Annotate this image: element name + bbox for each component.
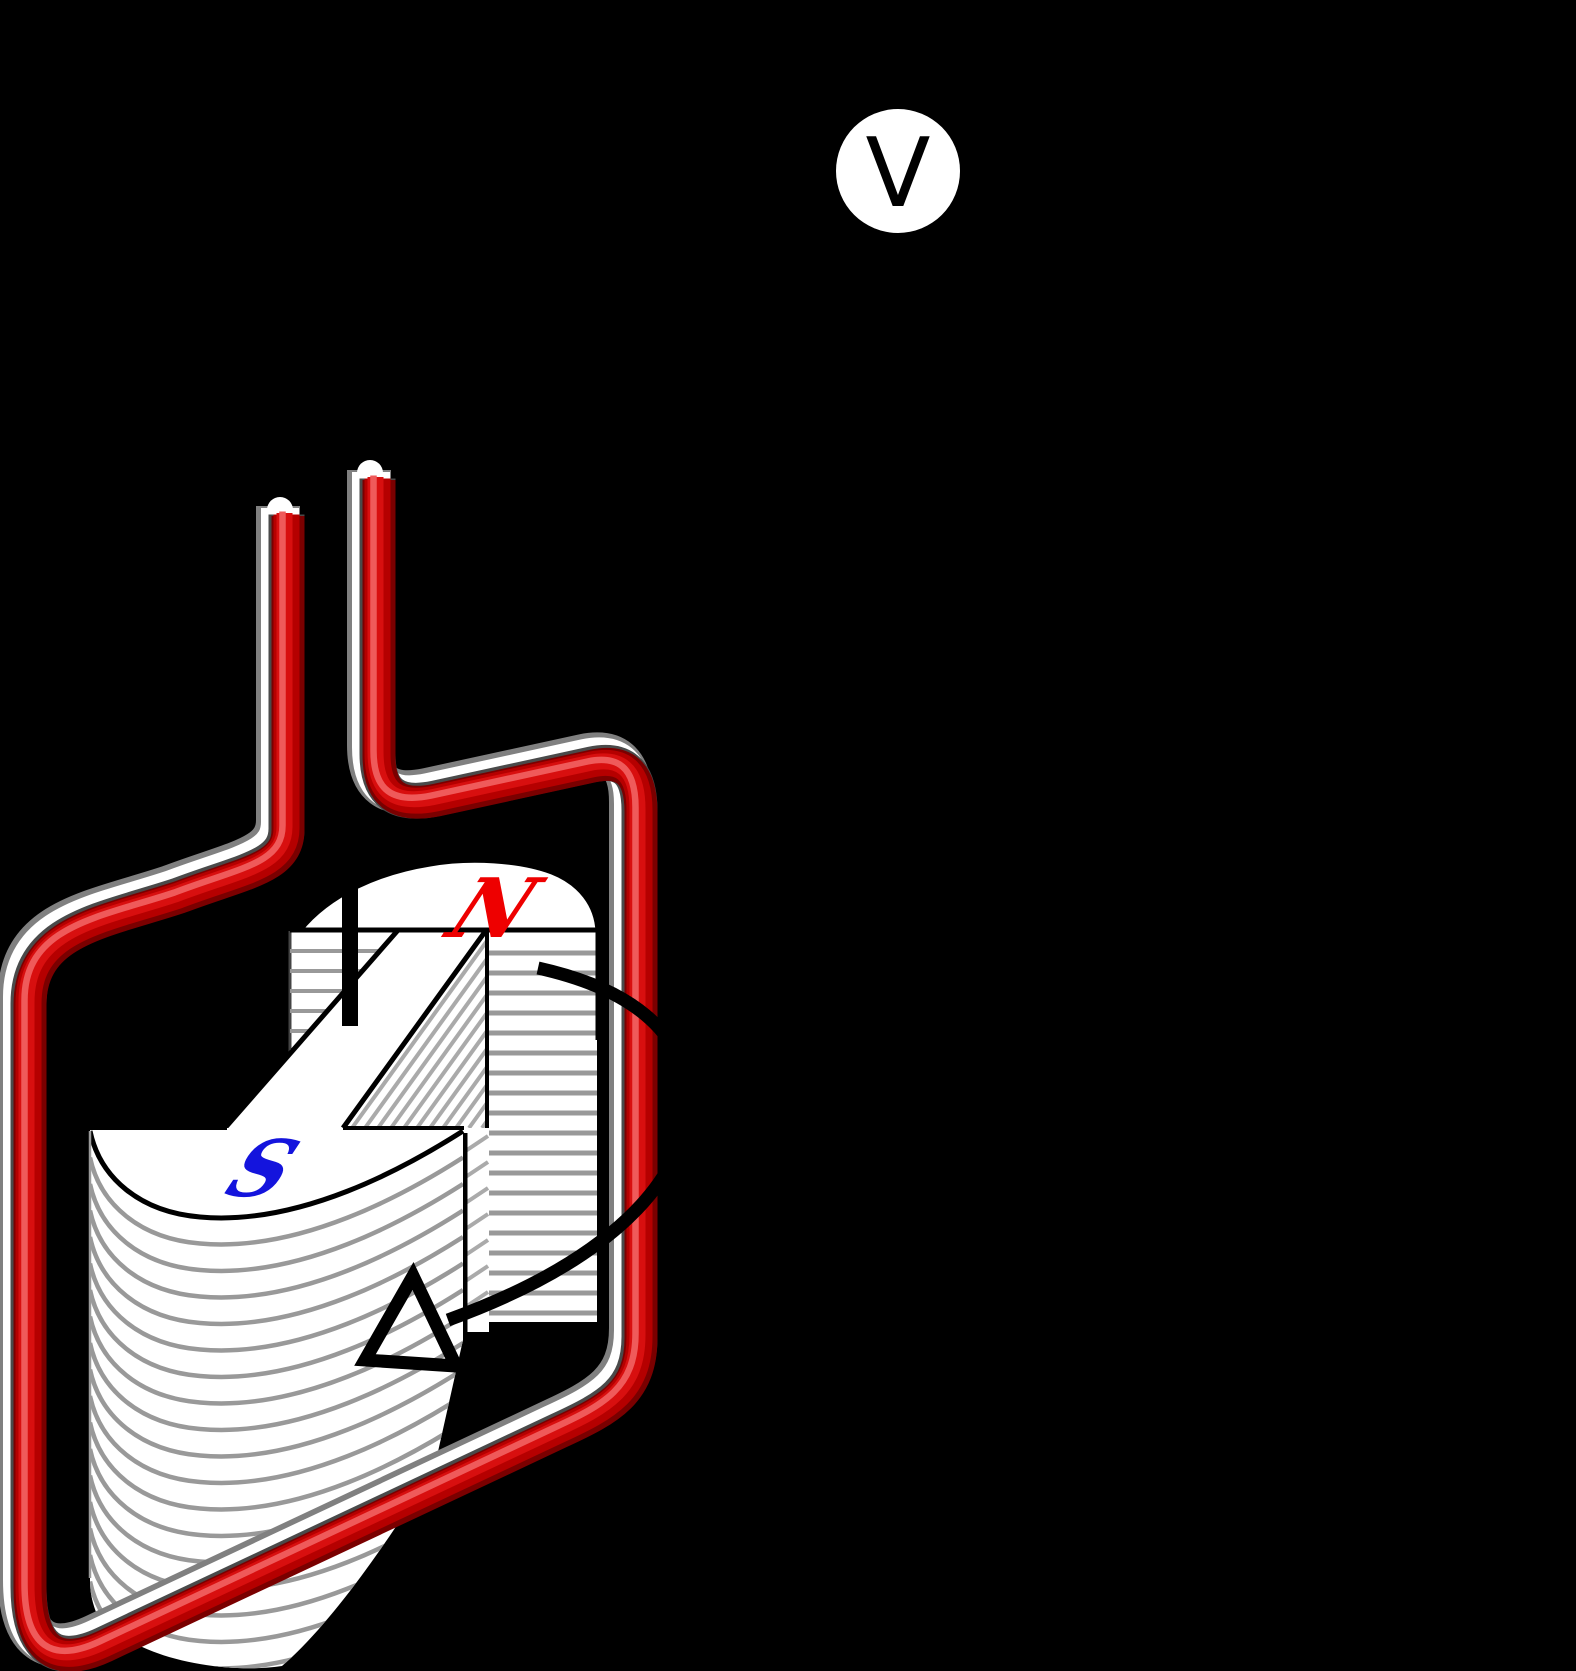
lamination-line [402,1011,489,1130]
pole-arm-left-edge [223,927,401,1130]
voltmeter-label: V [866,119,931,229]
lamination-line [389,993,489,1130]
n-pole-arch-fill [300,860,598,932]
lamination-line [428,1047,489,1130]
lamination-line [376,975,489,1130]
lamination-line [90,1208,463,1300]
lamination-line [467,1101,489,1130]
lamination-line [462,1264,490,1284]
lamination-line [363,957,489,1130]
lamination-line [90,1155,463,1247]
voltmeter-wires [283,191,861,508]
lamination-line [462,1290,490,1310]
lamination-line [454,1083,489,1130]
lamination-line [90,1394,463,1486]
voltmeter: V [836,109,960,233]
lamination-line [462,1134,490,1154]
pole-arm-right-edge [340,927,490,1130]
coil-wire [20,460,641,1655]
lamination-line [90,1288,463,1380]
lamination-line [90,1314,463,1406]
rotation-arrowhead [354,1261,467,1374]
lamination-line [462,1160,490,1180]
lamination-line [90,1235,463,1327]
rotation-arrow [354,961,694,1374]
voltmeter-wire-left [283,191,849,508]
lamination-line [441,1065,489,1130]
pole-arm-fill [225,929,487,1128]
voltmeter-face [836,109,960,233]
rotation-arrow-arc [445,961,694,1327]
lamination-line [462,1212,490,1232]
lamination-line [462,1238,490,1258]
lamination-line [90,1367,463,1459]
lamination-line [462,1186,490,1206]
rotor-shaft [342,868,358,1026]
lamination-line [90,1182,463,1274]
lamination-line [415,1029,489,1130]
lamination-line [90,1420,463,1512]
pole-arm-wedge [223,927,490,1130]
lamination-line [350,939,489,1130]
voltmeter-wire-right [374,210,861,472]
lamination-line [90,1341,463,1433]
